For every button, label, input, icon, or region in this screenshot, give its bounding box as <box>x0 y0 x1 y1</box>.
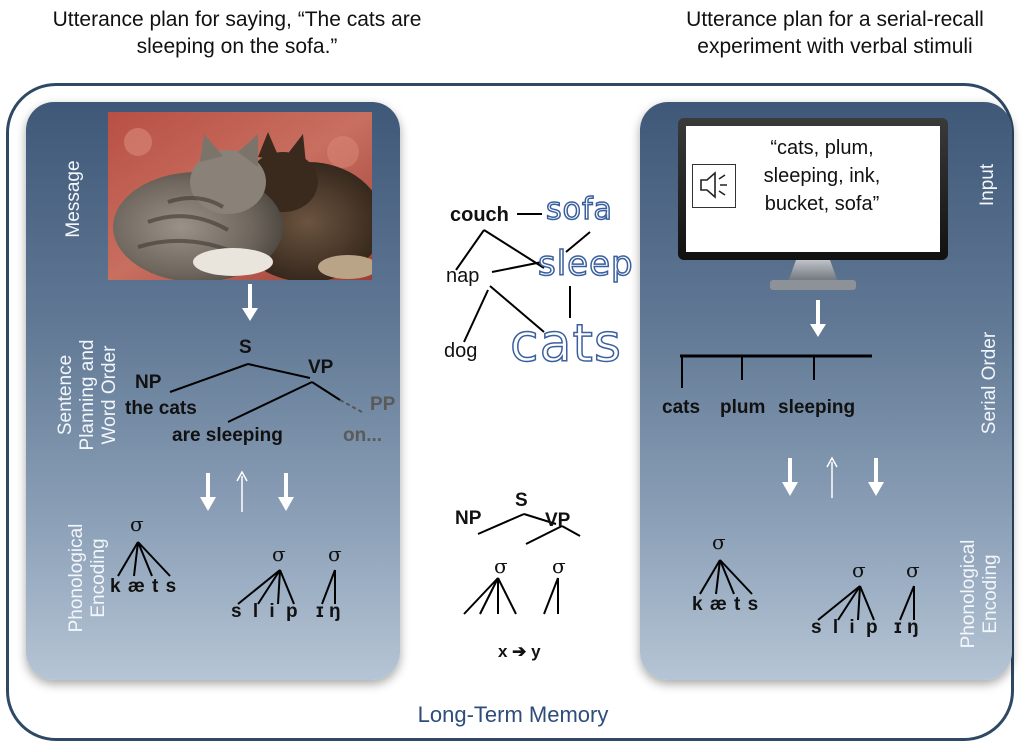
input-label: Input <box>977 163 998 207</box>
phonological-encoding-label-right: Phonological Encoding <box>958 539 1001 649</box>
serial-order-label: Serial Order <box>979 331 1000 435</box>
speaker-icon <box>692 164 736 208</box>
down-arrow-icon <box>276 473 296 518</box>
center-tree-lines <box>463 513 581 615</box>
sigma-ing-left: σ <box>328 542 342 566</box>
phonological-encoding-label-left: Phonological Encoding <box>66 523 109 633</box>
center-vp: VP <box>545 510 571 531</box>
semantic-network-links <box>455 213 591 343</box>
serial-word-2: plum <box>720 397 766 418</box>
sigma-sleep-right: σ <box>852 558 866 582</box>
left-title: Utterance plan for saying, “The cats are… <box>52 8 422 58</box>
serial-word-3: sleeping <box>778 397 856 418</box>
word-dog: dog <box>444 340 478 362</box>
tree-np: NP <box>135 372 162 393</box>
serial-order-timeline <box>680 354 942 388</box>
down-arrow-icon <box>240 284 260 322</box>
down-arrow-icon <box>808 300 828 343</box>
up-arrow-icon <box>234 470 250 517</box>
long-term-memory-label: Long-Term Memory <box>417 702 609 727</box>
center-rule: x ➔ y <box>498 642 541 661</box>
word-sleep: sleep <box>537 243 634 285</box>
syllable-lines <box>117 541 171 577</box>
center-sigma-2: σ <box>552 554 566 578</box>
word-cats: cats <box>509 313 622 375</box>
tree-s: S <box>239 337 252 358</box>
up-arrow-icon <box>824 456 840 503</box>
sigma-cats-left: σ <box>130 512 144 536</box>
phon-sleeping1-right: s l i p <box>811 617 878 638</box>
phon-sleeping1-left: s l i p <box>231 601 298 622</box>
down-arrow-icon <box>866 458 886 503</box>
word-nap: nap <box>446 265 480 287</box>
tree-vp: VP <box>308 357 334 378</box>
phon-sleeping2-right: ɪ ŋ <box>894 617 919 638</box>
phon-cats-right: k æ t s <box>692 594 759 615</box>
tree-vp-text: are sleeping <box>172 425 283 446</box>
sigma-sleep-left: σ <box>272 542 286 566</box>
sigma-ing-right: σ <box>906 558 920 582</box>
tree-pp: PP <box>370 394 396 415</box>
left-syntax-tree <box>169 363 363 423</box>
center-s: S <box>515 490 528 511</box>
right-title: Utterance plan for a serial-recall exper… <box>686 8 984 58</box>
word-sofa: sofa <box>545 191 613 228</box>
message-label: Message <box>63 160 84 238</box>
tree-np-text: the cats <box>125 398 197 419</box>
cats-photo <box>108 112 372 280</box>
phon-sleeping2-left: ɪ ŋ <box>316 601 341 622</box>
sigma-cats-right: σ <box>712 530 726 554</box>
down-arrow-icon <box>198 473 218 518</box>
syllable-lines <box>699 559 753 595</box>
syllable-lines <box>237 569 336 605</box>
down-arrow-icon <box>780 458 800 503</box>
center-sigma-1: σ <box>494 554 508 578</box>
center-np: NP <box>455 508 482 529</box>
tree-pp-text: on... <box>343 425 383 446</box>
word-couch: couch <box>450 204 509 226</box>
screen-text: “cats, plum, sleeping, ink, bucket, sofa… <box>763 137 881 215</box>
phon-cats-left: k æ t s <box>110 576 177 597</box>
serial-word-1: cats <box>662 397 701 418</box>
syllable-lines <box>817 585 915 621</box>
